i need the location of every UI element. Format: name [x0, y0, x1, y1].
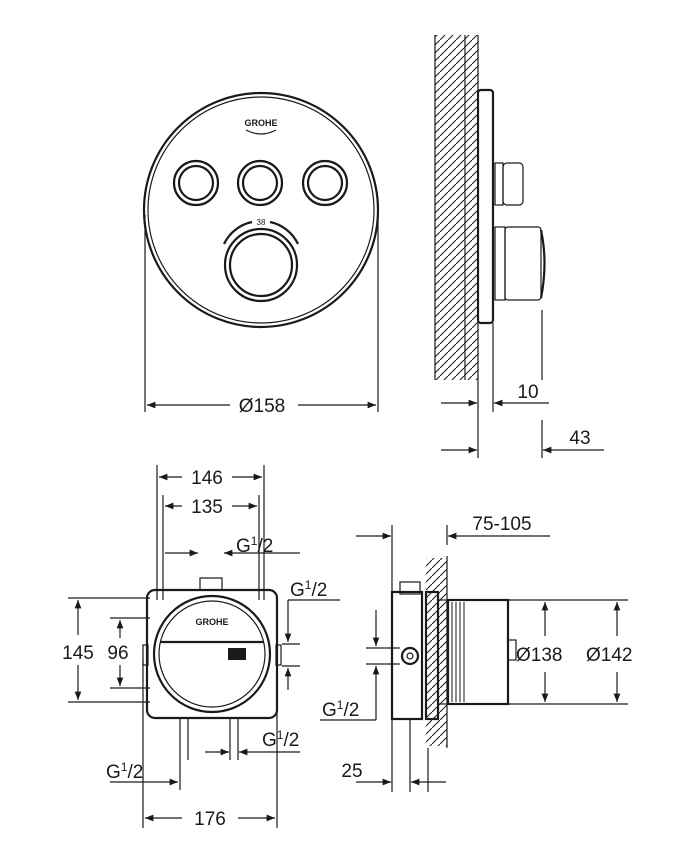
thread-right: G1/2 — [290, 578, 327, 601]
front-view: GROHE 38 Ø158 — [142, 91, 380, 417]
diameter-158: Ø158 — [239, 396, 285, 417]
button-2 — [236, 159, 284, 207]
wall-range-75-105: 75-105 — [472, 514, 531, 535]
thread-side: G1/2 — [322, 698, 359, 721]
button-1 — [172, 159, 220, 207]
dial-mark: 38 — [257, 218, 266, 227]
side-view: 10 43 — [434, 35, 604, 458]
depth-10: 10 — [517, 382, 538, 403]
thermostat-knob — [223, 227, 299, 303]
thread-top: G1/2 — [236, 534, 273, 557]
diameter-142: Ø142 — [586, 645, 632, 666]
offset-25: 25 — [341, 761, 362, 782]
rough-in-box-side: 75-105 25 G1/2 Ø138 Ø142 — [320, 514, 632, 792]
thermostat-knurl — [504, 226, 542, 301]
button-3 — [301, 159, 349, 207]
grohe-logo: GROHE — [244, 118, 277, 128]
thread-bottom-right: G1/2 — [262, 728, 299, 751]
height-96: 96 — [107, 643, 128, 664]
width-146: 146 — [191, 468, 223, 489]
box-logo: GROHE — [195, 617, 228, 627]
depth-43: 43 — [569, 428, 590, 449]
button-knurl — [502, 162, 524, 206]
cover-plate — [142, 91, 380, 329]
thread-bottom-left: G1/2 — [106, 760, 143, 783]
width-176: 176 — [194, 809, 226, 830]
diameter-138: Ø138 — [516, 645, 562, 666]
height-145: 145 — [62, 643, 94, 664]
rough-in-box-front: GROHE 146 135 G1/2 145 96 G1/2 G1/2 G1/2… — [62, 465, 340, 830]
width-135: 135 — [191, 497, 223, 518]
plate-profile — [476, 88, 495, 325]
